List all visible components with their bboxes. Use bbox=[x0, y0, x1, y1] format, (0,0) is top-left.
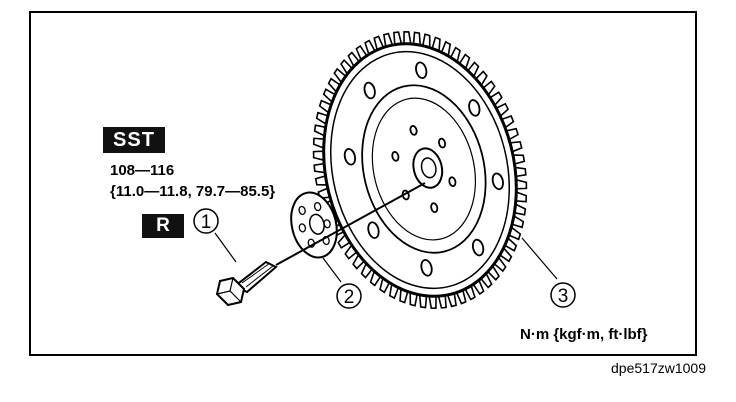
figure-code: dpe517zw1009 bbox=[611, 360, 706, 376]
bolt-hole bbox=[430, 202, 439, 214]
torque-value-converted: {11.0—11.8, 79.7—85.5} bbox=[110, 183, 276, 200]
leader-2 bbox=[322, 257, 342, 283]
sst-badge: SST bbox=[103, 127, 165, 153]
callout-1-circle bbox=[193, 208, 219, 234]
flywheel-bolt bbox=[215, 260, 278, 307]
leader-1 bbox=[214, 232, 237, 263]
outer-hole bbox=[491, 172, 504, 191]
callout-3-circle bbox=[550, 282, 576, 308]
assembly-line bbox=[275, 182, 426, 266]
leader-3 bbox=[521, 237, 558, 280]
outer-holes bbox=[343, 61, 504, 277]
outer-hole bbox=[415, 61, 428, 80]
replace-badge: R bbox=[142, 214, 184, 238]
outer-hole bbox=[471, 238, 485, 257]
torque-units: N·m {kgf·m, ft·lbf} bbox=[520, 326, 648, 343]
flywheel bbox=[312, 31, 528, 309]
torque-value: 108—116 bbox=[110, 162, 175, 179]
callout-3-label: 3 bbox=[558, 286, 569, 307]
outer-hole bbox=[367, 221, 380, 239]
back-plate bbox=[290, 191, 338, 259]
callout-2-circle bbox=[336, 283, 362, 309]
outer-hole bbox=[363, 81, 376, 100]
bolt-hole bbox=[391, 151, 400, 162]
outer-hole bbox=[468, 99, 481, 117]
diagram-frame bbox=[29, 11, 697, 356]
outer-hole bbox=[343, 148, 357, 166]
callout-1-label: 1 bbox=[201, 212, 212, 233]
bolt-hole bbox=[409, 125, 418, 136]
bolt-hole bbox=[438, 137, 447, 149]
callout-2-label: 2 bbox=[344, 287, 355, 308]
outer-hole bbox=[420, 259, 433, 277]
bolt-hole bbox=[448, 176, 457, 188]
